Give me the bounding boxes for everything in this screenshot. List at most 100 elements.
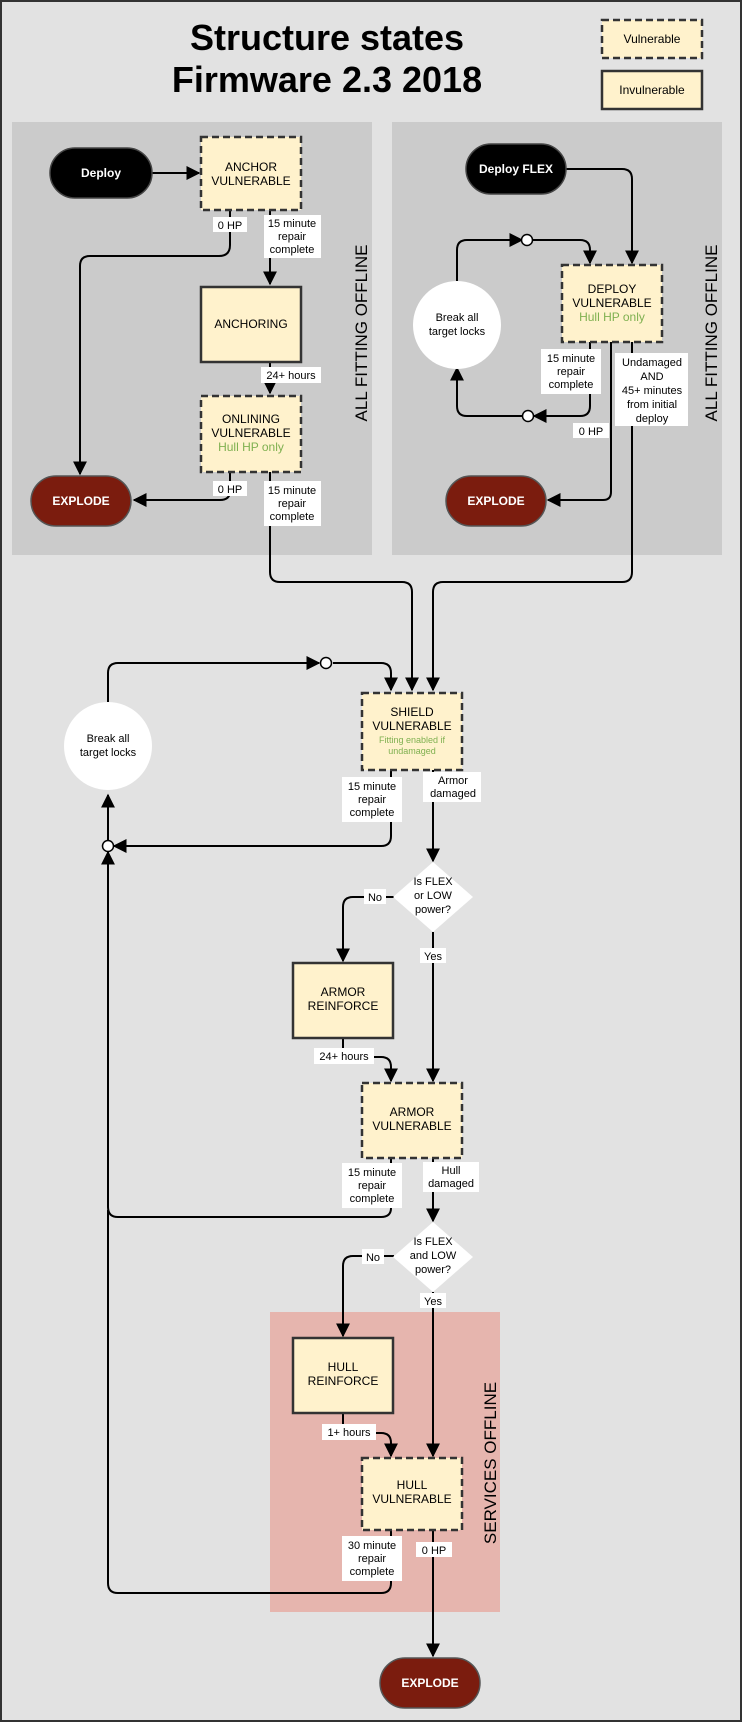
- edge-breaklocks-waypoint-top: [456, 233, 524, 281]
- edge-deploy-waypoint-bottom: [532, 342, 591, 423]
- node-deploy-vulnerable: [560, 263, 664, 344]
- node-armor-reinforce: [291, 961, 395, 1040]
- label-bg-deploy-0hp: [573, 423, 609, 438]
- node-onlining-vulnerable: [199, 394, 303, 474]
- label-bg-onlining-0hp: [213, 481, 247, 496]
- edge-shield-repair: [112, 770, 392, 853]
- node-shield-vulnerable-line2: VULNERABLE: [372, 719, 451, 733]
- node-decision2-line3: power?: [415, 1264, 451, 1276]
- label-onlining-repair-line1: 15 minute: [268, 485, 316, 497]
- node-shield-note-line2: undamaged: [388, 746, 436, 756]
- edge-waypoint-breaklocks: [450, 366, 522, 417]
- label-deploy-repair-line1: 15 minute: [547, 353, 595, 365]
- label-deploy-undamaged-line3: 45+ minutes: [622, 385, 683, 397]
- node-explode-bottom-label: EXPLODE: [401, 1676, 458, 1690]
- waypoint-left: [101, 839, 115, 853]
- edge-decision1-armorreinforce: [336, 896, 394, 963]
- diagram-title-line1: Structure states: [190, 17, 464, 58]
- label-bg-anchor-repair: [264, 215, 321, 258]
- label-hull-reinforce-1h: 1+ hours: [327, 1427, 371, 1439]
- node-armor-vulnerable: [360, 1081, 464, 1160]
- node-armor-vulnerable-line1: ARMOR: [390, 1105, 435, 1119]
- node-hull-reinforce: [291, 1336, 395, 1415]
- node-anchoring-label: ANCHORING: [214, 317, 287, 331]
- region-label-fitting-offline-left: ALL FITTING OFFLINE: [352, 245, 371, 422]
- node-deploy-flex-label: Deploy FLEX: [479, 162, 553, 176]
- node-hull-vulnerable-line2: VULNERABLE: [372, 1492, 451, 1506]
- legend-invulnerable-swatch: [600, 69, 704, 111]
- label-hull-damaged-line2: damaged: [428, 1178, 474, 1190]
- label-deploy-undamaged-line4: from initial: [627, 399, 677, 411]
- node-hull-vulnerable-line1: HULL: [397, 1478, 428, 1492]
- label-anchoring-24h: 24+ hours: [266, 370, 316, 382]
- node-decision1-line2: or LOW: [414, 890, 453, 902]
- label-bg-deploy-repair: [541, 349, 601, 394]
- label-bg-shield-repair: [342, 777, 402, 822]
- label-anchor-0hp: 0 HP: [218, 220, 242, 232]
- label-shield-repair-line2: repair: [358, 794, 386, 806]
- label-decision1-yes: Yes: [424, 951, 442, 963]
- label-bg-armor-damaged: [423, 772, 481, 802]
- label-hull-damaged-line1: Hull: [442, 1165, 461, 1177]
- legend-vulnerable-swatch: [600, 18, 704, 60]
- legend-invulnerable-label: Invulnerable: [619, 83, 685, 97]
- node-explode-right: [445, 475, 547, 527]
- label-deploy-0hp: 0 HP: [579, 426, 603, 438]
- label-bg-decision2-no: [362, 1249, 384, 1264]
- node-hull-reinforce-line2: REINFORCE: [308, 1374, 379, 1388]
- node-explode-left: [30, 475, 132, 527]
- waypoints: [101, 233, 535, 853]
- node-armor-vulnerable-line2: VULNERABLE: [372, 1119, 451, 1133]
- region-label-fitting-offline-right: ALL FITTING OFFLINE: [702, 245, 721, 422]
- node-deploy: [49, 147, 153, 199]
- label-shield-repair-line3: complete: [350, 807, 395, 819]
- label-hull-repair-line2: repair: [358, 1553, 386, 1565]
- node-deploy-flex: [465, 143, 567, 195]
- node-decision-flex-or-low: [393, 862, 473, 932]
- edge-hull-repair: [107, 1210, 392, 1594]
- node-shield-vulnerable: [360, 691, 464, 772]
- label-bg-anchor-0hp: [213, 217, 247, 232]
- node-onlining-vulnerable-line2: VULNERABLE: [211, 426, 290, 440]
- edge-waypoint-shield: [333, 662, 398, 692]
- node-hull-vulnerable: [360, 1456, 464, 1532]
- node-deploy-vulnerable-line2: VULNERABLE: [572, 296, 651, 310]
- node-decision1-line3: power?: [415, 904, 451, 916]
- node-deploy-label: Deploy: [81, 166, 121, 180]
- label-bg-hull-damaged: [423, 1162, 479, 1192]
- label-armor-reinforce-24h: 24+ hours: [319, 1051, 369, 1063]
- waypoint-shield: [319, 656, 333, 670]
- node-onlining-vulnerable-line1: ONLINING: [222, 412, 280, 426]
- node-deploy-vulnerable-line1: DEPLOY: [588, 282, 637, 296]
- label-onlining-repair-line3: complete: [270, 511, 315, 523]
- node-decision-flex-and-low: [393, 1222, 473, 1292]
- waypoint-top: [520, 233, 534, 247]
- node-deploy-note: Hull HP only: [579, 310, 645, 324]
- edge-breaklocks-waypoint-main: [107, 656, 321, 702]
- node-decision1-line1: Is FLEX: [413, 876, 453, 888]
- label-armor-repair-line2: repair: [358, 1180, 386, 1192]
- label-decision2-no: No: [366, 1252, 380, 1264]
- node-break-locks-top-line1: Break all: [436, 312, 479, 324]
- edge-deployflex-deploy: [566, 168, 639, 265]
- label-bg-hull-repair: [342, 1536, 402, 1581]
- label-deploy-repair-line2: repair: [557, 366, 585, 378]
- edge-onlining-shield: [269, 472, 419, 692]
- label-deploy-repair-line3: complete: [549, 379, 594, 391]
- label-bg-decision2-yes: [420, 1293, 446, 1308]
- edge-decision2-hullreinforce: [336, 1255, 394, 1338]
- label-bg-hull-reinforce-1h: [322, 1424, 376, 1440]
- node-anchoring: [199, 285, 303, 364]
- node-anchor-vulnerable-line2: VULNERABLE: [211, 174, 290, 188]
- label-bg-decision1-yes: [420, 948, 446, 963]
- legend-vulnerable-label: Vulnerable: [624, 32, 681, 46]
- edge-anchor-explode: [73, 210, 231, 476]
- edge-deploy-explode: [546, 342, 612, 507]
- node-anchor-vulnerable-line1: ANCHOR: [225, 160, 277, 174]
- label-armor-damaged-line2: damaged: [430, 788, 476, 800]
- node-break-locks-main-line1: Break all: [87, 733, 130, 745]
- label-anchor-repair-line3: complete: [270, 244, 315, 256]
- label-deploy-undamaged-line5: deploy: [636, 413, 669, 425]
- edge-hullreinforce-hullvulnerable: [342, 1413, 398, 1458]
